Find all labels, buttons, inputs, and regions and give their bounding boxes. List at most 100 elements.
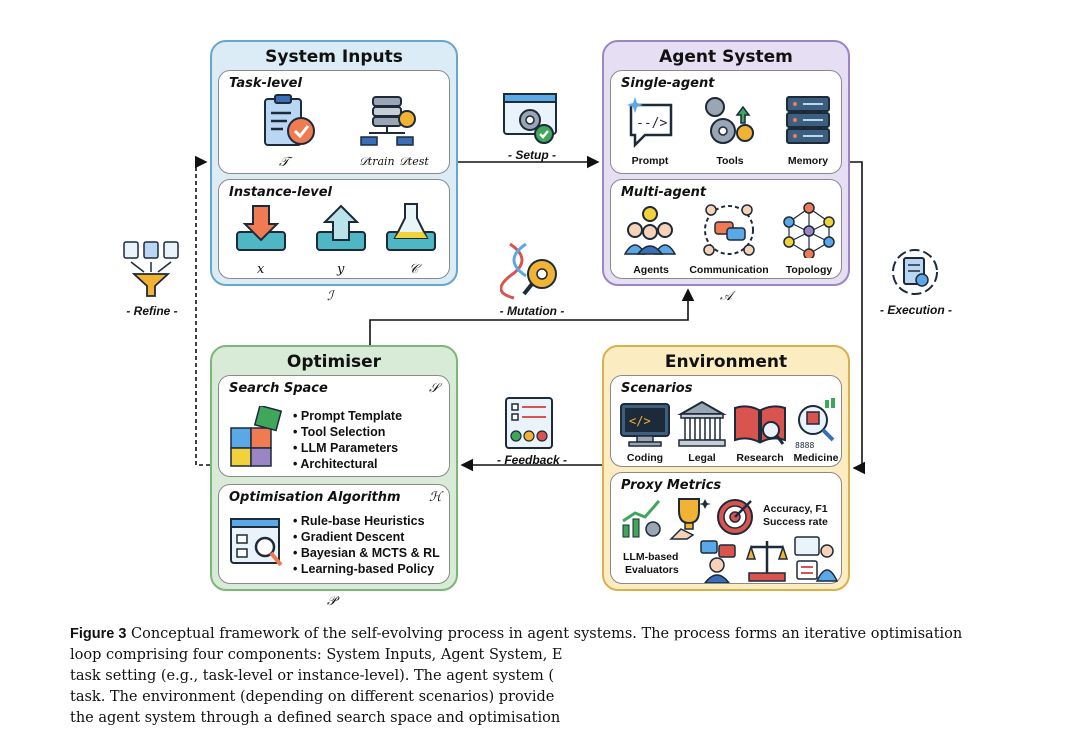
optimiser-symbol: 𝒫 — [327, 594, 337, 609]
medicine-icon: 8888 — [795, 398, 835, 450]
growth-chart-icon — [622, 500, 661, 538]
optimiser-title: Optimiser — [286, 352, 382, 372]
caption-line-1-text: Conceptual framework of the self-evolvin… — [131, 626, 963, 642]
mutation-label: - Mutation - — [499, 304, 565, 318]
medicine-label: Medicine — [793, 452, 839, 464]
database-icon — [360, 96, 416, 146]
setup-label: - Setup - — [508, 148, 556, 162]
task-symbol: 𝒯 — [279, 155, 289, 170]
label-c: 𝒞 — [409, 262, 419, 277]
algorithm-item: Rule-base Heuristics — [293, 513, 440, 529]
topology-label: Topology — [785, 264, 833, 276]
system-inputs-panel: System Inputs Task-level 𝒯 𝒟train 𝒟test — [210, 40, 458, 286]
environment-panel: Environment Scenarios </> — [602, 345, 850, 591]
target-icon — [717, 499, 753, 535]
algorithm-flowchart-icon — [230, 518, 283, 567]
legal-label: Legal — [688, 452, 716, 464]
optimiser-panel: Optimiser Search Space 𝒮 Prompt Template… — [210, 345, 458, 591]
tools-label: Tools — [716, 155, 744, 167]
environment-title: Environment — [664, 352, 788, 372]
instance-level-card: Instance-level x y 𝒞 — [218, 179, 450, 279]
input-download-icon — [236, 205, 286, 251]
coding-label: Coding — [626, 452, 664, 464]
proxy-metrics-heading: Proxy Metrics — [621, 478, 722, 493]
search-space-item: Prompt Template — [293, 408, 402, 424]
svg-text:--/>: --/> — [636, 116, 667, 131]
tools-icon — [705, 97, 754, 144]
system-inputs-title: System Inputs — [265, 47, 403, 67]
task-level-card: Task-level 𝒯 𝒟train 𝒟test — [218, 70, 450, 174]
figure-label: Figure 3 — [70, 626, 127, 642]
caption-line-2: loop comprising four components: System … — [70, 647, 563, 663]
caption-fade-overlay — [590, 640, 1080, 746]
mutation-dna-gear-icon — [500, 242, 557, 300]
search-space-card: Search Space 𝒮 Prompt Template Tool Sele… — [218, 375, 450, 477]
scenarios-card: Scenarios </> 8888 — [610, 375, 842, 467]
research-book-icon — [734, 405, 786, 445]
svg-text:8888: 8888 — [795, 441, 814, 450]
inputs-symbol: ℐ — [327, 289, 334, 304]
llm-based-text: LLM-based — [623, 551, 679, 563]
refine-filter-icon — [123, 241, 179, 297]
agent-system-title: Agent System — [659, 47, 793, 67]
flask-icon — [386, 203, 436, 251]
puzzle-icon — [230, 406, 283, 467]
clipboard-task-icon — [264, 94, 315, 146]
algorithm-heading: Optimisation Algorithm — [229, 490, 401, 505]
caption-line-3: task setting (e.g., task-level or instan… — [70, 668, 554, 684]
test-label: 𝒟test — [399, 155, 429, 168]
figure-caption: Figure 3 Conceptual framework of the sel… — [70, 624, 1020, 729]
scales-icon — [745, 541, 789, 582]
label-x: x — [257, 262, 265, 277]
execution-doc-cycle-icon — [892, 249, 938, 295]
human-evaluator-icon — [794, 536, 839, 582]
train-label: 𝒟train — [359, 155, 395, 168]
evaluators-text: Evaluators — [625, 564, 679, 576]
execution-label: - Execution - — [879, 303, 952, 317]
communication-icon — [703, 204, 755, 256]
caption-line-4: task. The environment (depending on diff… — [70, 689, 555, 705]
caption-line-5: the agent system through a defined searc… — [70, 710, 561, 726]
multi-agent-heading: Multi-agent — [621, 185, 707, 200]
refine-label: - Refine - — [126, 304, 178, 318]
label-y: y — [337, 262, 345, 277]
search-space-item: Architectural — [293, 456, 402, 472]
agent-symbol: 𝒜 — [720, 289, 733, 304]
instance-level-heading: Instance-level — [229, 185, 333, 200]
feedback-label: - Feedback - — [496, 453, 568, 467]
topology-icon — [783, 202, 835, 258]
setup-window-gear-icon — [503, 93, 557, 144]
feedback-survey-icon — [505, 397, 553, 449]
memory-server-icon — [786, 96, 830, 144]
agents-group-icon — [623, 206, 677, 255]
coding-monitor-icon: </> — [620, 403, 670, 447]
algorithm-item: Bayesian & MCTS & RL — [293, 545, 440, 561]
output-upload-icon — [316, 204, 366, 251]
trophy-icon — [669, 498, 711, 540]
accuracy-text: Accuracy, F1 — [763, 503, 828, 515]
search-space-item: Tool Selection — [293, 424, 402, 440]
llm-evaluator-icon — [700, 540, 736, 583]
research-label: Research — [736, 452, 784, 464]
search-space-symbol: 𝒮 — [429, 381, 440, 396]
proxy-metrics-card: Proxy Metrics Accuracy, F1 Success rate … — [610, 472, 842, 584]
success-rate-text: Success rate — [763, 516, 828, 528]
algorithm-symbol: ℋ — [429, 490, 442, 505]
task-level-heading: Task-level — [229, 76, 302, 91]
single-agent-heading: Single-agent — [621, 76, 715, 91]
prompt-icon: --/> — [627, 97, 673, 149]
scenarios-heading: Scenarios — [621, 381, 693, 396]
search-space-item: LLM Parameters — [293, 440, 402, 456]
prompt-label: Prompt — [631, 155, 669, 167]
agent-system-panel: Agent System Single-agent --/> Prompt To… — [602, 40, 850, 286]
algorithm-card: Optimisation Algorithm ℋ Rule-base Heuri… — [218, 484, 450, 584]
search-space-heading: Search Space — [229, 381, 328, 396]
algorithm-item: Learning-based Policy — [293, 561, 440, 577]
communication-label: Communication — [689, 264, 769, 276]
caption-line-1: Figure 3 Conceptual framework of the sel… — [70, 624, 1020, 645]
svg-text:</>: </> — [629, 414, 651, 428]
algorithm-item: Gradient Descent — [293, 529, 440, 545]
multi-agent-card: Multi-agent — [610, 179, 842, 279]
single-agent-card: Single-agent --/> Prompt Tools Memory — [610, 70, 842, 174]
